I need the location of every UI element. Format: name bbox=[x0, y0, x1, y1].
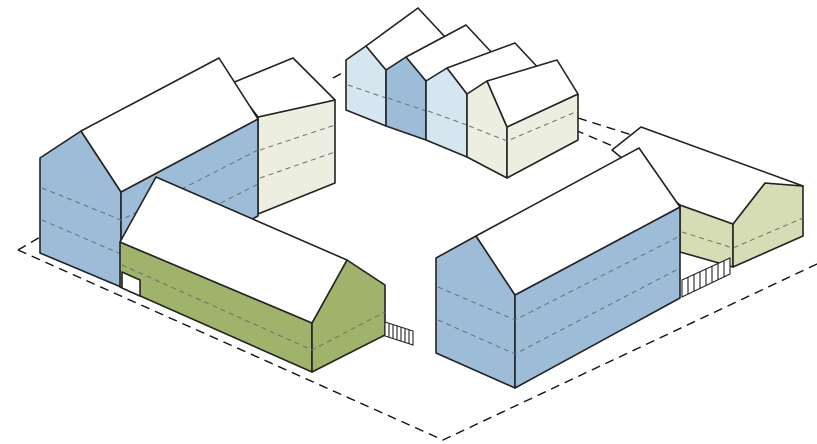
floor-line bbox=[347, 84, 387, 99]
floor-line bbox=[437, 267, 681, 355]
floor-line bbox=[387, 97, 427, 112]
terrace-house-4 bbox=[466, 59, 579, 179]
terraced-houses bbox=[345, 7, 579, 179]
plot-boundary bbox=[17, 69, 817, 441]
southeast-block bbox=[435, 147, 681, 389]
cream-wing-side-wall bbox=[257, 99, 336, 215]
east-block bbox=[611, 126, 804, 298]
blue-block-roof bbox=[475, 147, 681, 296]
plot-boundary-front bbox=[17, 249, 817, 441]
plot-boundary-north bbox=[332, 69, 349, 79]
floor-line bbox=[259, 151, 336, 179]
floor-line bbox=[259, 124, 336, 151]
blue-house-roof bbox=[80, 57, 259, 193]
fence bbox=[384, 321, 414, 346]
floor-line bbox=[427, 110, 468, 126]
terrace-house-1 bbox=[345, 7, 447, 127]
floor-line bbox=[468, 110, 579, 142]
terrace-house-4-roof bbox=[486, 59, 579, 128]
fence bbox=[681, 257, 731, 298]
floor-line bbox=[437, 235, 681, 321]
floor-line bbox=[121, 264, 386, 351]
plot-boundary-west bbox=[17, 235, 43, 251]
southwest-block bbox=[119, 176, 414, 373]
sage-wing-roof bbox=[611, 126, 804, 225]
floor-line bbox=[41, 183, 259, 255]
plot-boundary-northeast bbox=[577, 117, 636, 137]
plot-boundary-northeast-inner bbox=[574, 129, 623, 151]
floor-line bbox=[41, 149, 259, 221]
passage-opening bbox=[121, 271, 141, 297]
olive-house-roof bbox=[119, 176, 348, 324]
